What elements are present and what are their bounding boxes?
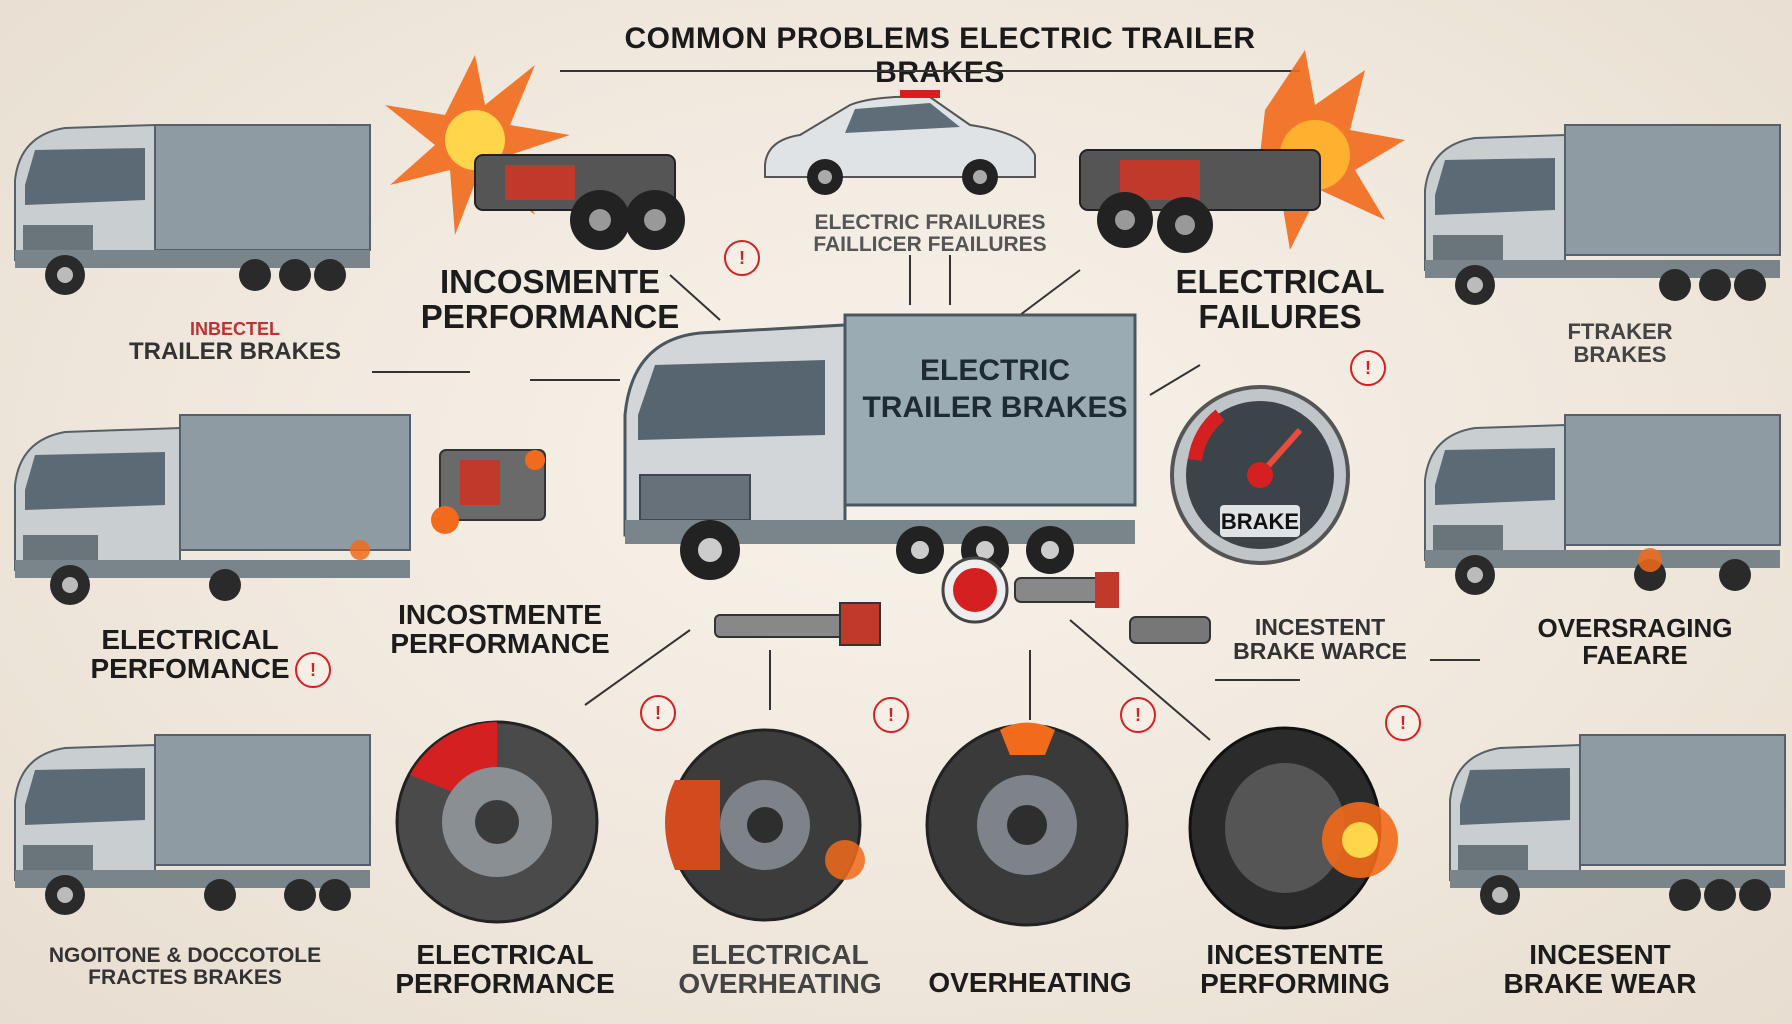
brake-gauge: BRAKE xyxy=(1170,385,1350,565)
label-line1: ELECTRICAL xyxy=(1175,263,1385,300)
label-line1: INCOSTMENTE xyxy=(398,599,602,630)
label-bottom-5: INCESTENTE PERFORMING xyxy=(1175,940,1415,999)
label-line2: FAILURES xyxy=(1198,297,1362,335)
brake-rotor-1 xyxy=(395,720,599,924)
label-electrical-failures: ELECTRICAL FAILURES xyxy=(1160,263,1400,335)
label-line2: BRAKE WARCE xyxy=(1233,638,1407,665)
label-top-mid: ELECTRIC FRAILURES FAILLICER FEAILURES xyxy=(790,211,1070,257)
label-incostmente-performance-center: INCOSTMENTE PERFORMANCE xyxy=(370,600,630,659)
warning-icon: ! xyxy=(724,240,760,276)
exploding-axle-left xyxy=(385,55,685,250)
truck-bottom-right xyxy=(1449,734,1786,915)
warning-icon: ! xyxy=(873,697,909,733)
sedan-car xyxy=(764,90,1036,195)
label-line1: NGOITONE & DOCCOTOLE xyxy=(48,944,322,967)
central-truck: ELECTRIC TRAILER BRAKES xyxy=(623,313,1137,580)
truck-text-line1: ELECTRIC xyxy=(920,354,1070,387)
label-line2: PERFORMANCE xyxy=(390,628,610,660)
brake-assembly-part xyxy=(431,449,546,534)
label-bottom-4: OVERHEATING xyxy=(910,967,1150,998)
warning-icon: ! xyxy=(640,695,676,731)
truck-mid-right xyxy=(1424,414,1781,595)
gauge-label: BRAKE xyxy=(1221,509,1299,534)
label-electrical-perfomance-left: ELECTRICAL PERFOMANCE xyxy=(80,625,300,684)
label-line1: OVERHEATING xyxy=(928,967,1132,998)
label-inconsistent-performance-top: INCOSMENTE PERFORMANCE xyxy=(410,263,690,335)
warning-icon: ! xyxy=(1385,705,1421,741)
label-line2: PERFORMANCE xyxy=(395,968,615,1000)
label-bottom-2: ELECTRICAL PERFORMANCE xyxy=(390,940,620,999)
label-line2: FRACTES BRAKES xyxy=(88,966,282,990)
label-line2: BRAKE WEAR xyxy=(1503,968,1697,1000)
label-line2: FAEARE xyxy=(1582,640,1688,671)
brake-rotor-2 xyxy=(665,728,865,922)
truck-bottom-left xyxy=(14,734,371,915)
label-line1: INCOSMENTE xyxy=(439,263,660,300)
label-top-mid-line1: ELECTRIC FRAILURES xyxy=(814,211,1046,234)
label-line2: BRAKES xyxy=(1573,342,1667,368)
truck-mid-left xyxy=(14,414,411,605)
label-top-mid-line2: FAILLICER FEAILURES xyxy=(813,233,1047,257)
page-title: COMMON PROBLEMS ELECTRIC TRAILER BRAKES xyxy=(624,22,1256,89)
label-line2: OVERHEATING xyxy=(678,968,882,1000)
brake-controller-switch xyxy=(941,556,1119,624)
label-bottom-3: ELECTRICAL OVERHEATING xyxy=(665,940,895,999)
label-line2: TRAILER BRAKES xyxy=(128,337,341,365)
warning-icon: ! xyxy=(1350,350,1386,386)
truck-text-line2: TRAILER BRAKES xyxy=(862,391,1127,424)
brake-drum-4 xyxy=(1188,726,1398,930)
exploding-axle-right xyxy=(1079,50,1405,253)
label-oversraging-faeare: OVERSRAGING FAEARE xyxy=(1520,613,1750,671)
label-line1: FTRAKER xyxy=(1567,319,1673,344)
wire-connector-part xyxy=(1129,616,1211,644)
truck-top-right xyxy=(1424,124,1781,305)
label-line2: PERFOMANCE xyxy=(90,653,290,685)
label-traker-brakes-right: FTRAKER BRAKES xyxy=(1490,320,1750,366)
label-line1: INBECTEL xyxy=(190,319,280,339)
warning-icon: ! xyxy=(295,652,331,688)
label-line1: INCESTENT xyxy=(1254,614,1386,640)
label-line1: ELECTRICAL xyxy=(691,939,869,970)
warning-icon: ! xyxy=(1120,697,1156,733)
label-incestent-brake-warce: INCESTENT BRAKE WARCE xyxy=(1215,615,1425,663)
truck-top-left xyxy=(14,123,371,295)
title-underline xyxy=(560,70,1300,72)
brake-rotor-3 xyxy=(925,722,1129,927)
label-line1: ELECTRICAL xyxy=(101,624,279,655)
label-bottom-1: NGOITONE & DOCCOTOLE FRACTES BRAKES xyxy=(15,944,355,990)
label-trailer-brakes-left: INBECTEL TRAILER BRAKES xyxy=(110,320,360,364)
label-line1: INCESENT xyxy=(1529,939,1671,970)
brake-magnet-connector xyxy=(714,602,881,646)
label-line2: PERFORMING xyxy=(1200,968,1390,1000)
label-line1: INCESTENTE xyxy=(1206,939,1384,970)
label-line2: PERFORMANCE xyxy=(420,297,680,335)
label-bottom-6: INCESENT BRAKE WEAR xyxy=(1480,940,1720,999)
label-line1: OVERSRAGING xyxy=(1537,613,1733,643)
label-line1: ELECTRICAL xyxy=(416,939,594,970)
